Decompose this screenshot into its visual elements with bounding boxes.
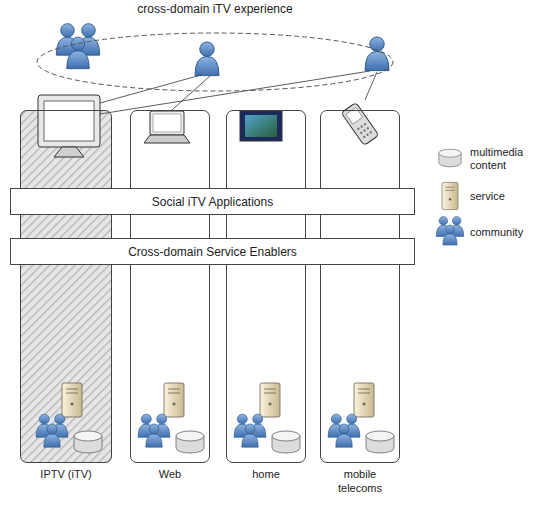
experience-cloud: cross-domain iTV experience — [35, 2, 395, 94]
domain-column: Web — [130, 110, 210, 463]
legend-label: multimedia content — [470, 146, 536, 172]
domain-column: IPTV (iTV) — [20, 110, 112, 463]
domain-label: home — [226, 467, 306, 481]
domain-column: home — [226, 110, 306, 463]
legend-label: community — [470, 226, 536, 239]
domain-label: IPTV (iTV) — [20, 467, 112, 481]
domain-label: mobile telecoms — [331, 467, 389, 495]
layer-band: Social iTV Applications — [10, 188, 415, 215]
band-label: Social iTV Applications — [152, 195, 273, 209]
dashed-ellipse — [37, 33, 393, 91]
band-label: Cross-domain Service Enablers — [128, 245, 297, 259]
layer-band: Cross-domain Service Enablers — [10, 238, 415, 265]
cloud-title: cross-domain iTV experience — [35, 2, 395, 16]
domain-column: mobile telecoms — [320, 110, 400, 463]
legend-label: service — [470, 190, 536, 203]
domain-label: Web — [130, 467, 210, 481]
